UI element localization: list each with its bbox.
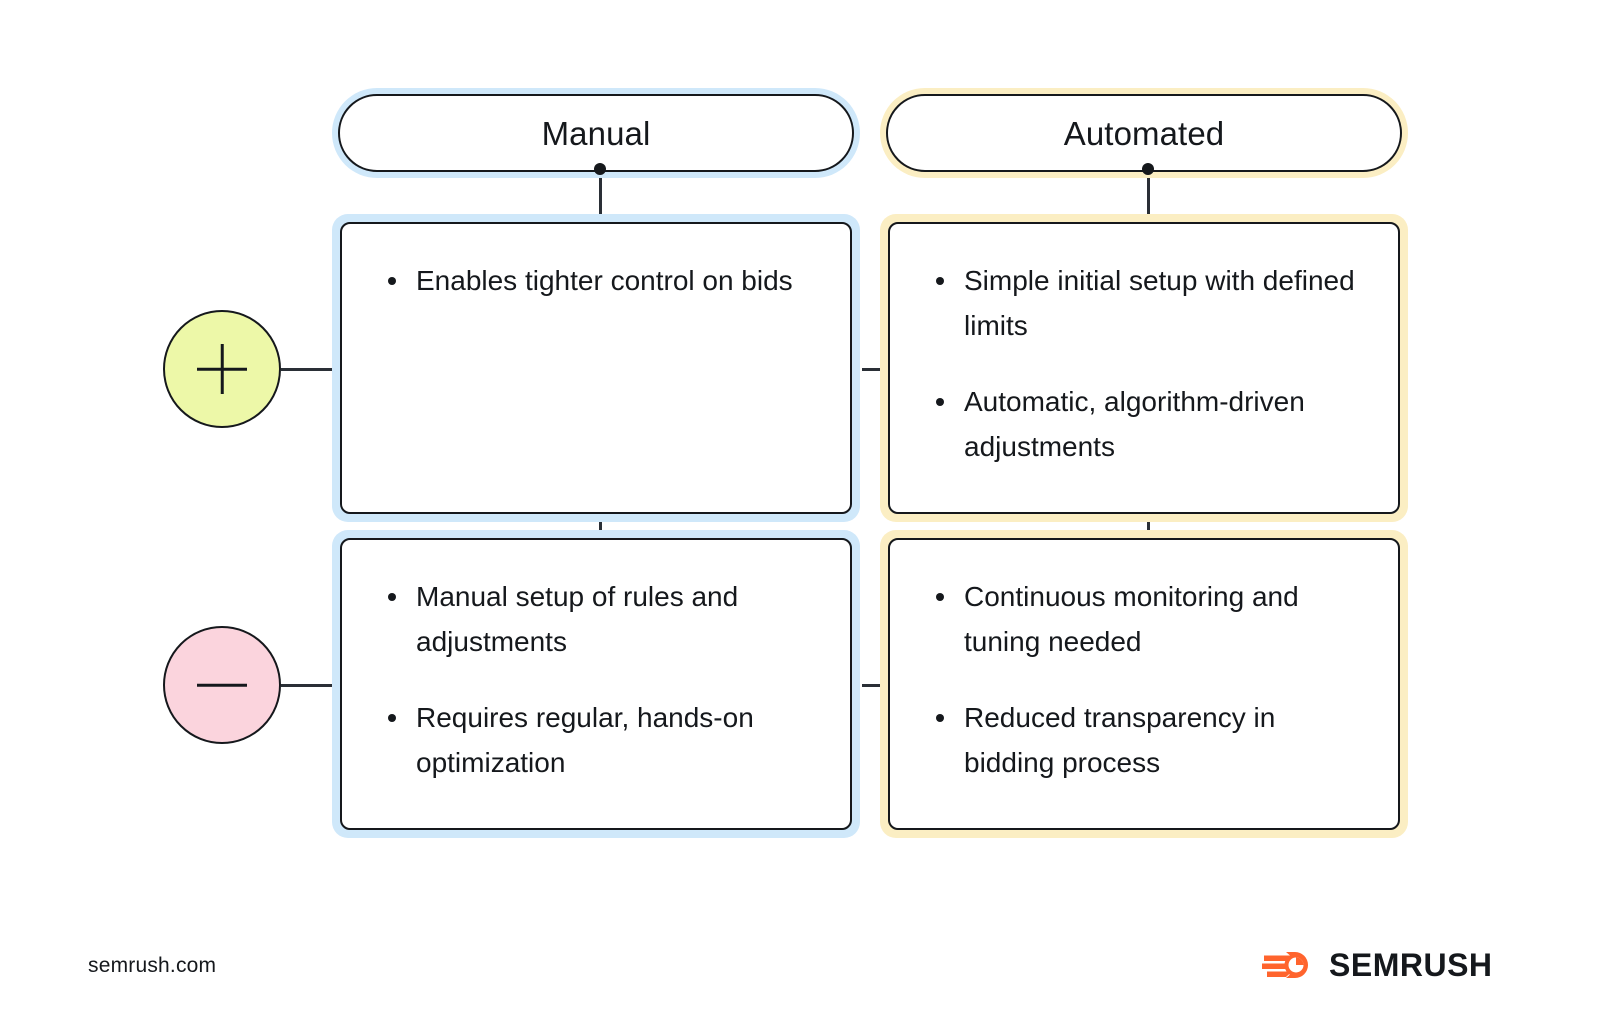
site-url-label: semrush.com bbox=[88, 954, 217, 977]
list-item: Requires regular, hands-on optimization bbox=[386, 695, 820, 786]
semrush-comet-icon bbox=[1262, 952, 1308, 978]
negative-row-connector bbox=[862, 683, 882, 687]
automated-header-title: Automated bbox=[1063, 114, 1225, 152]
manual-cons-box: Manual setup of rules and adjustments Re… bbox=[340, 538, 852, 830]
negative-badge bbox=[163, 626, 281, 744]
automated-pros-box: Simple initial setup with defined limits… bbox=[888, 222, 1400, 514]
list-item: Enables tighter control on bids bbox=[386, 258, 820, 303]
automated-cons-list: Continuous monitoring and tuning needed … bbox=[934, 574, 1368, 785]
list-item: Simple initial setup with defined limits bbox=[934, 258, 1368, 349]
list-item: Reduced transparency in bidding process bbox=[934, 695, 1368, 786]
manual-header-title: Manual bbox=[541, 114, 651, 152]
manual-cons-list: Manual setup of rules and adjustments Re… bbox=[386, 574, 820, 785]
list-item: Manual setup of rules and adjustments bbox=[386, 574, 820, 665]
manual-pros-list: Enables tighter control on bids bbox=[386, 258, 820, 303]
manual-pros-box: Enables tighter control on bids bbox=[340, 222, 852, 514]
positive-badge-connector bbox=[281, 367, 340, 371]
minus-icon bbox=[197, 683, 247, 687]
manual-header-connector bbox=[598, 166, 602, 224]
plus-icon-vertical bbox=[220, 344, 224, 394]
automated-header-connector bbox=[1146, 166, 1150, 224]
automated-cons-box: Continuous monitoring and tuning needed … bbox=[888, 538, 1400, 830]
semrush-logo: SEMRUSH bbox=[1262, 946, 1493, 984]
list-item: Automatic, algorithm-driven adjustments bbox=[934, 379, 1368, 470]
automated-header-pill: Automated bbox=[886, 94, 1402, 172]
automated-connector-dot bbox=[1142, 163, 1154, 175]
automated-box-connector bbox=[1146, 514, 1150, 540]
manual-header-pill: Manual bbox=[338, 94, 854, 172]
list-item: Continuous monitoring and tuning needed bbox=[934, 574, 1368, 665]
automated-pros-list: Simple initial setup with defined limits… bbox=[934, 258, 1368, 469]
semrush-wordmark: SEMRUSH bbox=[1329, 947, 1493, 983]
positive-row-connector bbox=[862, 367, 882, 371]
manual-connector-dot bbox=[594, 163, 606, 175]
manual-box-connector bbox=[598, 514, 602, 540]
negative-badge-connector bbox=[281, 683, 340, 687]
positive-badge bbox=[163, 310, 281, 428]
